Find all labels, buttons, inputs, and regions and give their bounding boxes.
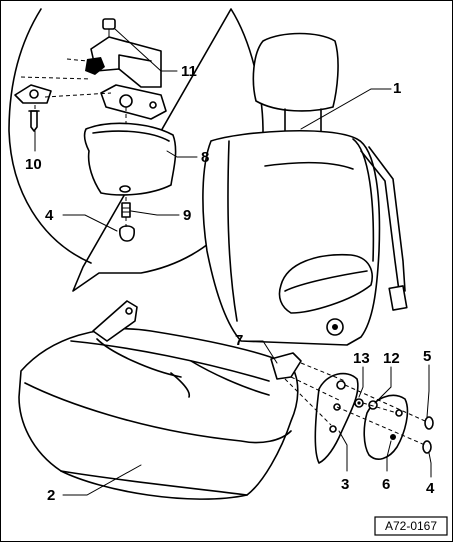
callout-1: 1 xyxy=(393,80,401,97)
leader-lines xyxy=(34,28,432,496)
cover-8 xyxy=(83,122,177,196)
detail-magnified-view xyxy=(8,8,264,292)
callout-11: 11 xyxy=(181,63,197,80)
callout-2: 2 xyxy=(47,487,55,504)
callout-4-bottom: 4 xyxy=(426,480,435,497)
mounting-plate xyxy=(100,84,167,120)
seat-cushion xyxy=(18,300,299,500)
cap-4-bottom xyxy=(422,440,432,454)
clip xyxy=(85,57,105,75)
callout-8: 8 xyxy=(201,149,209,166)
screw-11 xyxy=(102,18,116,42)
side-trim-assembly xyxy=(270,352,434,464)
callout-10: 10 xyxy=(25,156,42,173)
side-trim-3 xyxy=(314,372,359,464)
cap-5 xyxy=(424,416,434,430)
callout-3: 3 xyxy=(341,476,349,493)
reference-code: A72-0167 xyxy=(385,519,437,533)
screw-10 xyxy=(30,110,38,132)
callout-12: 12 xyxy=(383,350,400,367)
seat-backrest xyxy=(202,32,408,346)
callout-9: 9 xyxy=(183,207,191,224)
callout-5: 5 xyxy=(423,348,431,365)
headrest xyxy=(252,32,339,112)
armrest xyxy=(278,253,373,314)
callout-labels: 1 2 3 4 4 5 6 7 8 9 10 11 12 13 xyxy=(25,63,435,504)
screw-9 xyxy=(121,202,131,218)
cap-4 xyxy=(119,225,135,242)
reference-code-box: A72-0167 xyxy=(374,516,448,536)
callout-4-detail: 4 xyxy=(45,207,54,224)
callout-13: 13 xyxy=(353,350,370,367)
screw-6 xyxy=(390,434,396,440)
callout-7: 7 xyxy=(235,332,243,349)
cap-piece-7 xyxy=(270,352,302,380)
callout-6: 6 xyxy=(382,476,390,493)
